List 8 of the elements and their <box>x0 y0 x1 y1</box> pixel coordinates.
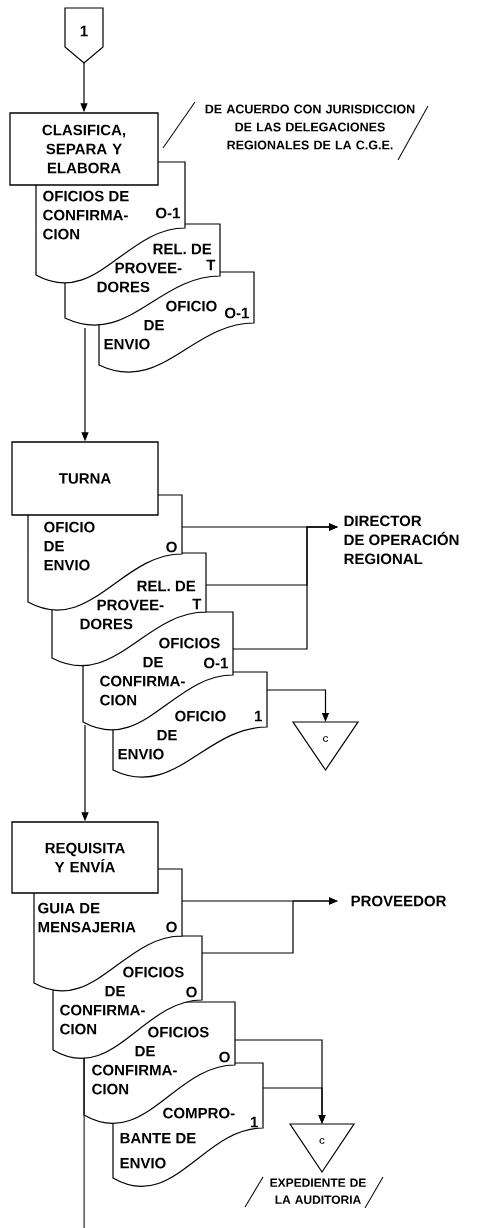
process-box: REQUISITA Y ENVÍA <box>11 821 159 894</box>
process-box: CLASIFICA, SEPARA Y ELABORA <box>9 112 159 186</box>
destination-label: PROVEEDOR <box>351 895 447 907</box>
annotation-note: EXPEDIENTE DE LA AUDITORIA <box>244 1176 384 1209</box>
process-box: TURNA <box>11 441 159 516</box>
off-page-connector: 1 <box>64 7 104 64</box>
destination-label: DIRECTOR DE OPERACIÓN REGIONAL <box>344 515 459 565</box>
annotation-note: DE ACUERDO CON JURISDICCION DE LAS DELEGACIONES REGIONALES DE LA C.G.E. <box>162 101 429 161</box>
